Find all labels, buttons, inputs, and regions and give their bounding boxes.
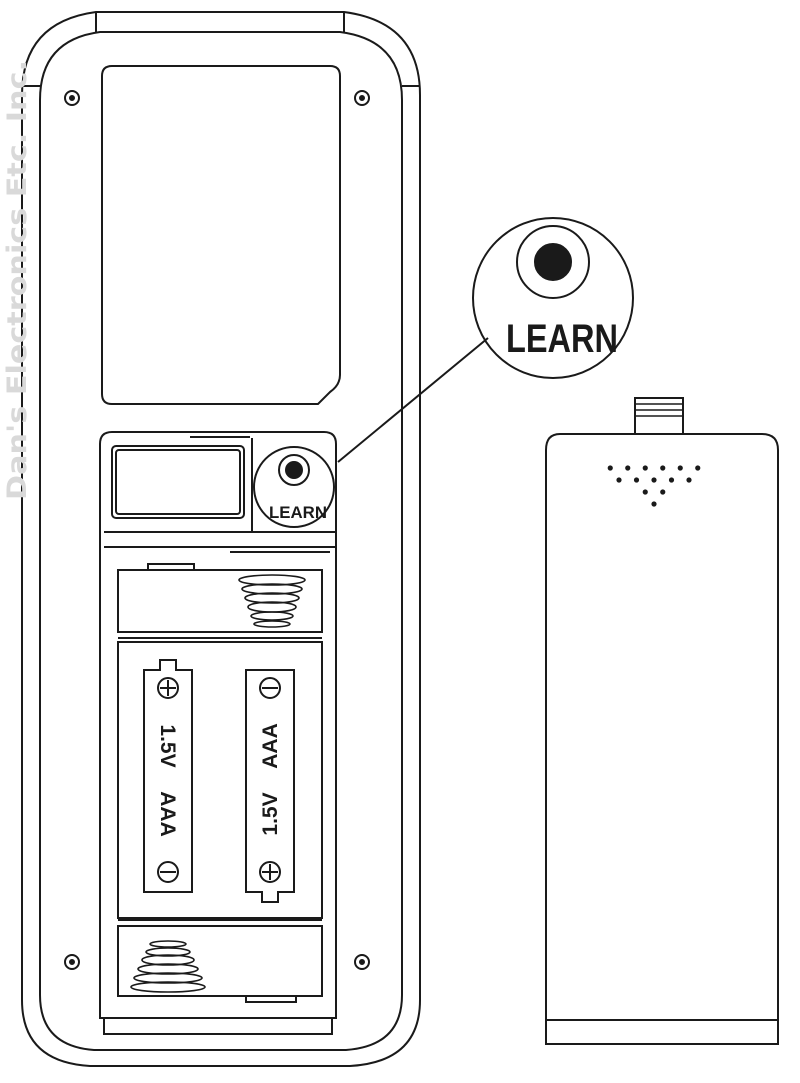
remote-outer-shell [21,11,421,1067]
speaker-hole [642,465,648,471]
plus-sign-left [157,677,179,699]
spring-well-top [117,569,323,633]
battery-right-label: 1.5V AAA [259,723,282,835]
speaker-hole [642,489,648,495]
battery-left-type: AAA [156,791,179,837]
plus-sign-right [259,861,281,883]
speaker-hole [668,477,675,483]
spring-clip-top [147,563,195,570]
screw-bottom-left [64,954,80,970]
minus-sign-right [259,677,281,699]
speaker-hole [633,477,640,483]
callout-button [534,243,572,281]
battery-right-voltage: 1.5V [259,792,282,835]
speaker-hole [686,477,692,483]
screw-top-right [354,90,370,106]
speaker-hole [616,477,622,483]
battery-door-hinge [103,1018,333,1035]
callout-learn-label: LEARN [506,317,618,361]
battery-bay [117,641,323,919]
compartment-rect-outer [111,445,245,519]
battery-slot-right [245,669,295,903]
spring-bottom-icon [130,940,206,993]
compartment-rect-inner [115,449,241,515]
spring-clip-bottom [245,996,297,1003]
top-notch [95,12,345,32]
speaker-hole [651,477,657,483]
speaker-hole [607,465,613,471]
learn-button-remote[interactable] [253,446,335,528]
screw-top-left [64,90,80,106]
speaker-hole [695,465,701,471]
speaker-hole [677,465,683,471]
minus-sign-left [157,861,179,883]
callout-leader-line [337,337,489,463]
speaker-hole [651,501,657,507]
cover-outline [545,433,779,1045]
battery-slot-left [143,659,193,893]
battery-left-voltage: 1.5V [156,724,179,767]
cover-latch-ridges [635,403,683,417]
speaker-hole [660,489,666,495]
learn-label-remote: LEARN [269,503,327,522]
remote-body [21,11,421,1067]
spring-top-icon [238,574,306,628]
callout-button-ring [516,225,590,299]
label-recess [101,65,341,405]
speaker-hole-pattern [607,465,701,507]
speaker-hole [660,465,666,471]
battery-right-type: AAA [259,723,282,769]
remote-inner-edge [39,31,403,1051]
spring-well-bottom [117,925,323,997]
battery-cover [545,397,779,1045]
battery-left-label: 1.5V AAA [156,724,179,836]
callout-circle [472,217,634,379]
learn-callout [337,217,634,463]
watermark-text: Dan's Electronics Etc. Inc. [2,60,33,500]
screw-bottom-right [354,954,370,970]
speaker-hole [625,465,631,471]
battery-compartment [99,431,337,1019]
